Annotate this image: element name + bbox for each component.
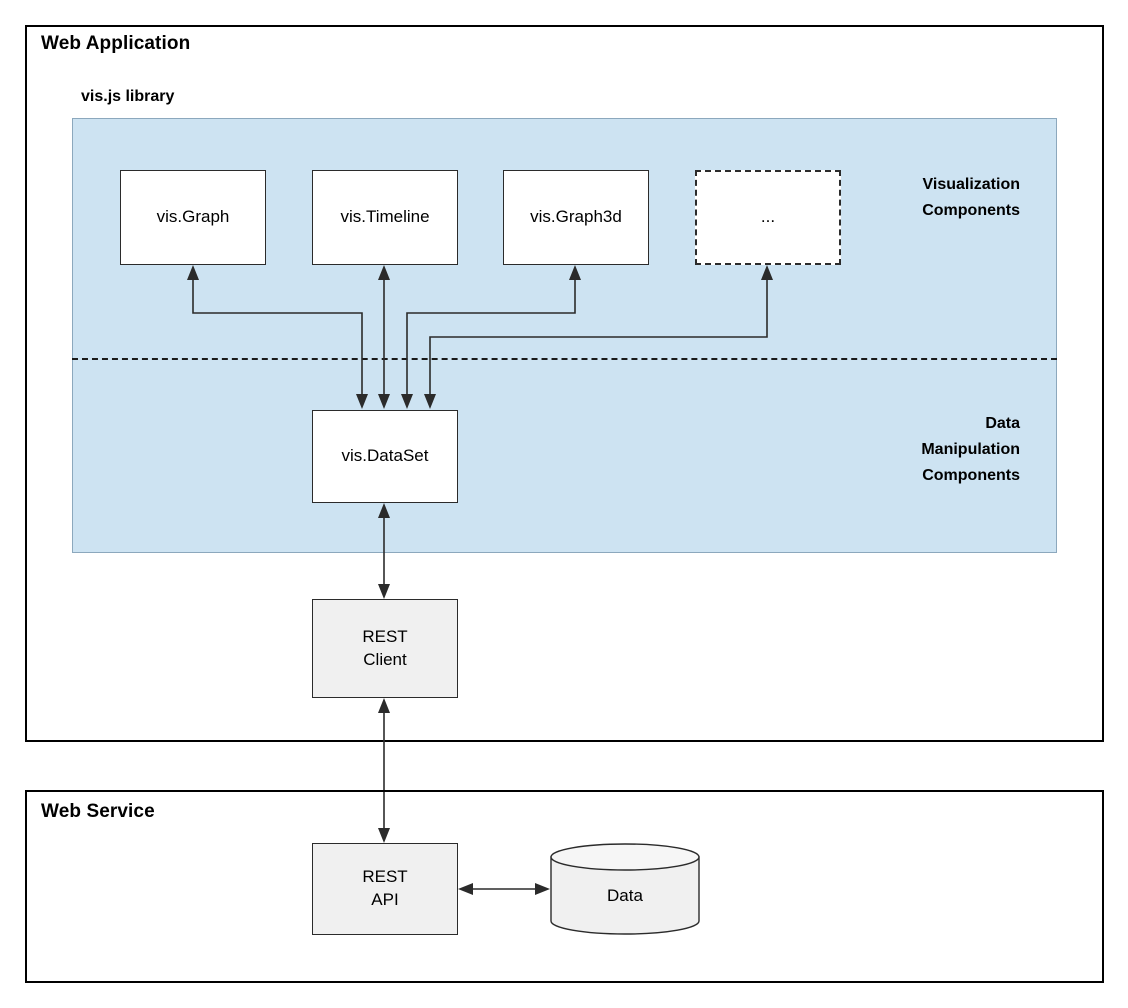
node-rest-api[interactable]: REST API [312, 843, 458, 935]
web-service-frame [25, 790, 1104, 983]
web-service-title: Web Service [41, 801, 155, 822]
visjs-library-title: vis.js library [81, 88, 175, 105]
data-manipulation-zone-label: Data Manipulation Components [921, 415, 1020, 484]
visualization-zone-label: Visualization Components [922, 176, 1020, 219]
web-application-title: Web Application [41, 33, 191, 54]
data-store-label: Data [607, 886, 643, 905]
node-vis-graph[interactable]: vis.Graph [120, 170, 266, 265]
node-vis-dataset[interactable]: vis.DataSet [312, 410, 458, 503]
zone-divider [72, 358, 1057, 360]
node-more-components[interactable]: ... [695, 170, 841, 265]
node-vis-graph3d[interactable]: vis.Graph3d [503, 170, 649, 265]
node-data-store[interactable]: Data [550, 843, 700, 935]
node-vis-timeline[interactable]: vis.Timeline [312, 170, 458, 265]
web-application-frame [25, 25, 1104, 742]
node-rest-client[interactable]: REST Client [312, 599, 458, 698]
